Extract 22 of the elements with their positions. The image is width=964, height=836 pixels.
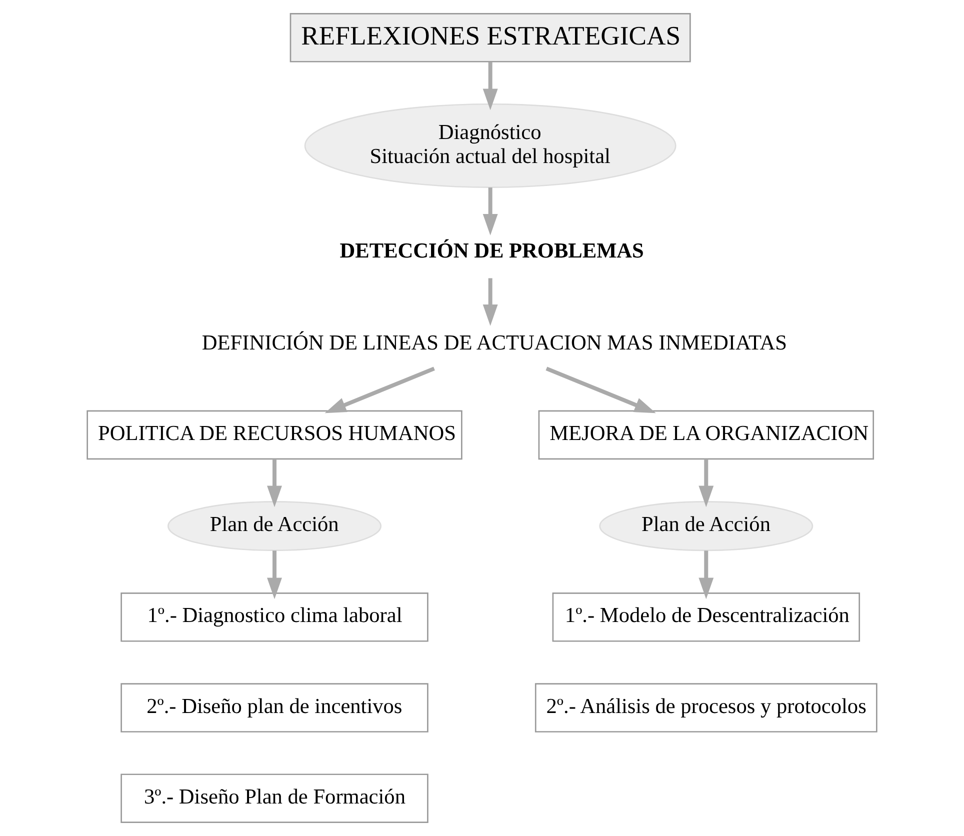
node-box: 2º.- Análisis de procesos y protocolos	[534, 683, 878, 732]
arrow	[482, 278, 498, 326]
node-box: REFLEXIONES ESTRATEGICAS	[290, 13, 691, 62]
arrow	[267, 459, 282, 508]
arrow	[482, 188, 498, 236]
node-box: 2º.- Diseño plan de incentivos	[120, 683, 428, 732]
node-ellipse: Plan de Acción	[168, 501, 382, 552]
node-ellipse: Plan de Acción	[599, 501, 814, 552]
node-box: POLITICA DE RECURSOS HUMANOS	[86, 410, 462, 460]
arrow	[324, 366, 435, 414]
node-box: 1º.- Diagnostico clima laboral	[120, 592, 428, 642]
arrow	[267, 550, 282, 600]
node-text: DETECCIÓN DE PROBLEMAS	[340, 238, 644, 262]
arrow	[482, 62, 498, 110]
node-box: 3º.- Diseño Plan de Formación	[120, 774, 428, 823]
node-ellipse: Diagnóstico Situación actual del hospital	[304, 103, 676, 188]
node-text: DEFINICIÓN DE LINEAS DE ACTUACION MAS INMEDIATAS	[202, 330, 788, 354]
arrow	[698, 459, 714, 508]
arrow	[698, 550, 714, 600]
node-box: MEJORA DE LA ORGANIZACION	[538, 410, 874, 460]
node-box: 1º.- Modelo de Descentralización	[552, 592, 860, 642]
arrow	[546, 366, 656, 414]
